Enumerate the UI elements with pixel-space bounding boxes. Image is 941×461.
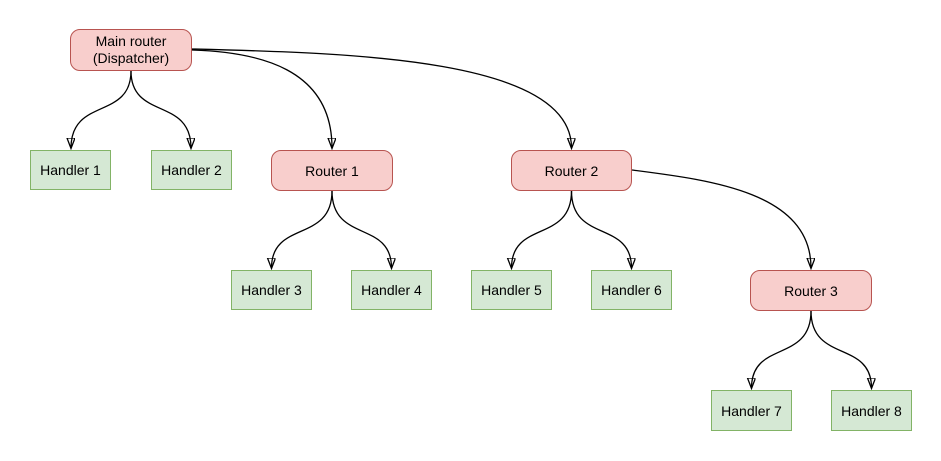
- node-router-3: Router 3: [750, 270, 872, 311]
- node-router-2: Router 2: [511, 150, 632, 191]
- node-handler-4: Handler 4: [351, 270, 432, 310]
- edge-router-2-to-router-3: [631, 169, 811, 268]
- edge-router-2-to-handler-5: [512, 190, 573, 268]
- node-router-1: Router 1: [271, 150, 393, 191]
- node-handler-5-label: Handler 5: [481, 282, 542, 298]
- node-handler-6: Handler 6: [591, 270, 672, 310]
- edge-main-router-to-handler-2: [130, 70, 191, 148]
- node-main-router: Main router (Dispatcher): [70, 29, 192, 71]
- node-router-1-label: Router 1: [305, 162, 359, 179]
- edge-main-router-to-router-1: [191, 49, 332, 148]
- node-handler-8: Handler 8: [831, 390, 912, 431]
- node-handler-7-label: Handler 7: [721, 402, 782, 419]
- node-handler-5: Handler 5: [471, 270, 552, 310]
- node-handler-8-label: Handler 8: [841, 402, 902, 419]
- node-router-3-label: Router 3: [784, 282, 838, 299]
- node-handler-6-label: Handler 6: [601, 282, 662, 298]
- node-main-router-sublabel: (Dispatcher): [92, 50, 170, 66]
- node-handler-4-label: Handler 4: [361, 282, 422, 298]
- node-handler-3: Handler 3: [231, 270, 312, 310]
- node-handler-2: Handler 2: [151, 150, 232, 190]
- node-handler-7: Handler 7: [711, 390, 792, 431]
- node-handler-2-label: Handler 2: [161, 162, 222, 178]
- edge-router-3-to-handler-7: [752, 310, 812, 388]
- node-handler-3-label: Handler 3: [241, 282, 302, 298]
- node-main-router-label: Main router: [95, 33, 167, 49]
- edge-router-2-to-handler-6: [570, 190, 632, 268]
- edge-router-1-to-handler-4: [331, 190, 392, 268]
- edge-router-1-to-handler-3: [272, 190, 333, 268]
- node-handler-1: Handler 1: [30, 150, 111, 190]
- edge-router-3-to-handler-8: [810, 310, 872, 388]
- node-router-2-label: Router 2: [544, 162, 599, 179]
- edge-main-router-to-handler-1: [71, 70, 132, 148]
- edge-main-router-to-router-2: [191, 48, 572, 148]
- node-handler-1-label: Handler 1: [40, 162, 101, 178]
